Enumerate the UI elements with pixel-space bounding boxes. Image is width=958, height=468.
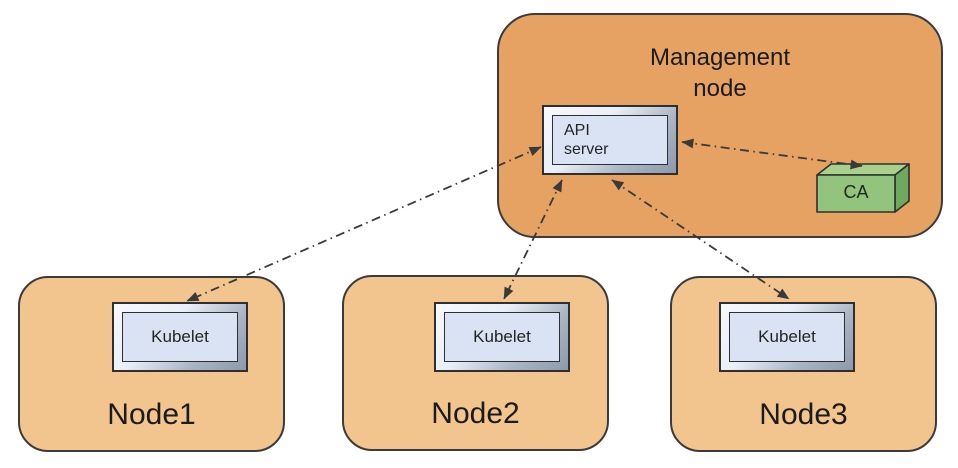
ca-cuboid-shape xyxy=(816,163,910,213)
node1-label: Node1 xyxy=(107,398,196,431)
management-node-title: Management node xyxy=(649,44,791,102)
kubelet-box-node1: Kubelet xyxy=(112,302,248,372)
kubelet-label-node1: Kubelet xyxy=(122,312,238,362)
kubelet-box-node3: Kubelet xyxy=(719,302,855,372)
api-server-label: API server xyxy=(564,122,609,158)
kubelet-label-node2: Kubelet xyxy=(444,312,560,362)
kubelet-label-node3: Kubelet xyxy=(729,312,845,362)
ca-label: CA xyxy=(843,182,869,202)
node3-label: Node3 xyxy=(759,398,848,431)
api-server-panel: API server xyxy=(552,115,668,165)
api-server-box: API server xyxy=(542,105,678,175)
ca-box: CA xyxy=(816,163,911,214)
kubelet-box-node2: Kubelet xyxy=(434,302,570,372)
node2-label: Node2 xyxy=(431,397,520,430)
